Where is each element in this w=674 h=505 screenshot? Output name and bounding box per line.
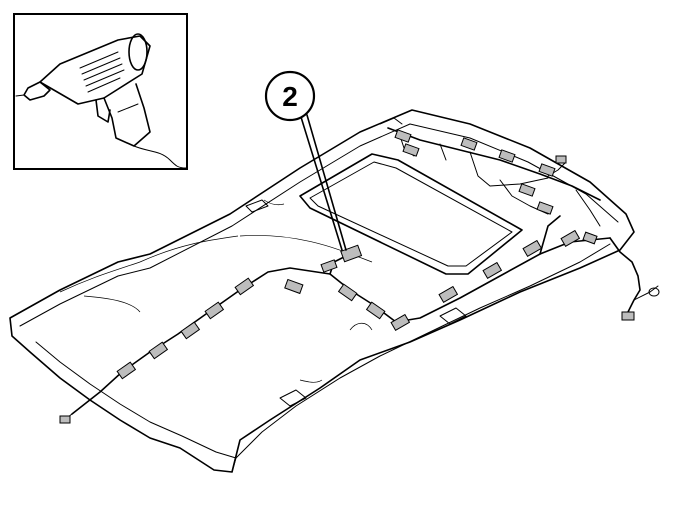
callout-2-label: 2 <box>282 81 298 112</box>
sunroof-opening <box>299 153 523 275</box>
harness-clips <box>59 129 635 424</box>
callout-2: 2 <box>264 70 347 251</box>
wiring-harness <box>63 127 660 421</box>
headliner-outline <box>9 109 635 473</box>
glue-gun-icon <box>15 33 187 169</box>
glue-gun-inset <box>13 13 188 170</box>
headliner-with-wiring-harness-icon <box>9 109 660 473</box>
